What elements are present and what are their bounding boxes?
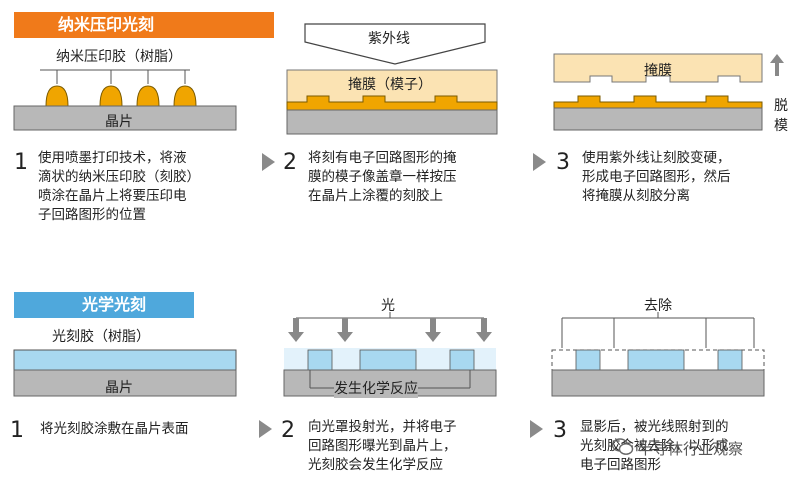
nano-resist-label: 纳米压印胶（树脂） xyxy=(56,49,182,65)
photo-step1-diagram xyxy=(13,349,237,397)
wechat-logo-icon xyxy=(612,438,634,455)
nano-step1-diagram xyxy=(13,69,237,131)
photo-wafer-label-1: 晶片 xyxy=(105,380,133,396)
photo-light-label: 光 xyxy=(381,298,395,314)
up-arrow-icon xyxy=(770,54,784,76)
nano-title: 纳米压印光刻 xyxy=(58,15,155,34)
nano-mold-label: 掩膜（模子） xyxy=(348,77,432,93)
resist-pattern xyxy=(449,349,475,371)
photo-title: 光学光刻 xyxy=(82,295,147,314)
resist-pattern xyxy=(717,349,743,371)
photo-step2-number: 2 xyxy=(281,418,295,443)
nano-step3-text: 使用紫外线让刻胶变硬，形成电子回路图形，然后将掩膜从刻胶分离 xyxy=(582,150,731,204)
photo-title-banner: 光学光刻 xyxy=(14,292,194,318)
resist-pattern xyxy=(307,349,333,371)
photo-reaction-label: 发生化学反应 xyxy=(334,378,418,398)
wafer xyxy=(13,369,237,397)
nano-title-banner: 纳米压印光刻 xyxy=(14,12,274,38)
wafer xyxy=(286,109,498,135)
step-arrow-icon xyxy=(533,153,546,171)
mold-lifted xyxy=(553,53,763,83)
nano-step2-number: 2 xyxy=(283,150,297,175)
nano-uv-label: 紫外线 xyxy=(368,31,410,47)
photo-resist-label: 光刻胶（树脂） xyxy=(52,329,150,345)
nano-release-label: 脱模 xyxy=(774,98,788,134)
photo-remove-label: 去除 xyxy=(644,298,672,314)
nano-wafer-label-1: 晶片 xyxy=(105,114,133,130)
photo-step2-text: 向光罩投射光，并将电子回路图形曝光到晶片上，光刻胶会发生化学反应 xyxy=(308,419,457,473)
wafer xyxy=(551,369,765,397)
resist-drop xyxy=(136,85,160,107)
nano-step3-diagram xyxy=(553,53,763,131)
step-arrow-icon xyxy=(262,153,275,171)
resist-drop xyxy=(173,85,197,107)
nano-mold-label-3: 掩膜 xyxy=(644,63,672,79)
resist-drop xyxy=(45,85,69,107)
wafer xyxy=(13,105,237,131)
photo-step1-number: 1 xyxy=(10,418,24,443)
resist-drop xyxy=(99,85,123,107)
nano-step2-diagram xyxy=(286,23,498,135)
resist-pattern xyxy=(575,349,601,371)
resist-layer xyxy=(286,95,498,111)
wafer xyxy=(553,107,763,131)
light-arrow-icon xyxy=(288,318,492,342)
photo-step1-text: 将光刻胶涂敷在晶片表面 xyxy=(40,421,189,437)
resist-pattern xyxy=(627,349,685,371)
nano-step3-number: 3 xyxy=(556,150,570,175)
step-arrow-icon xyxy=(530,420,543,438)
uv-arrow xyxy=(304,23,486,65)
photo-step3-number: 3 xyxy=(553,418,567,443)
photo-step3-diagram xyxy=(551,312,765,397)
watermark-text: 半导体行业观察 xyxy=(638,440,744,458)
resist-pattern xyxy=(359,349,417,371)
nano-step1-number: 1 xyxy=(14,150,28,175)
resist-pattern xyxy=(553,95,763,109)
nano-step1-text: 使用喷墨打印技术，将液滴状的纳米压印胶（刻胶）喷涂在晶片上将要压印电子回路图形的… xyxy=(38,150,200,223)
step-arrow-icon xyxy=(259,420,272,438)
nano-step2-text: 将刻有电子回路图形的掩膜的模子像盖章一样按压在晶片上涂覆的刻胶上 xyxy=(308,150,457,204)
resist-blue xyxy=(13,349,237,371)
